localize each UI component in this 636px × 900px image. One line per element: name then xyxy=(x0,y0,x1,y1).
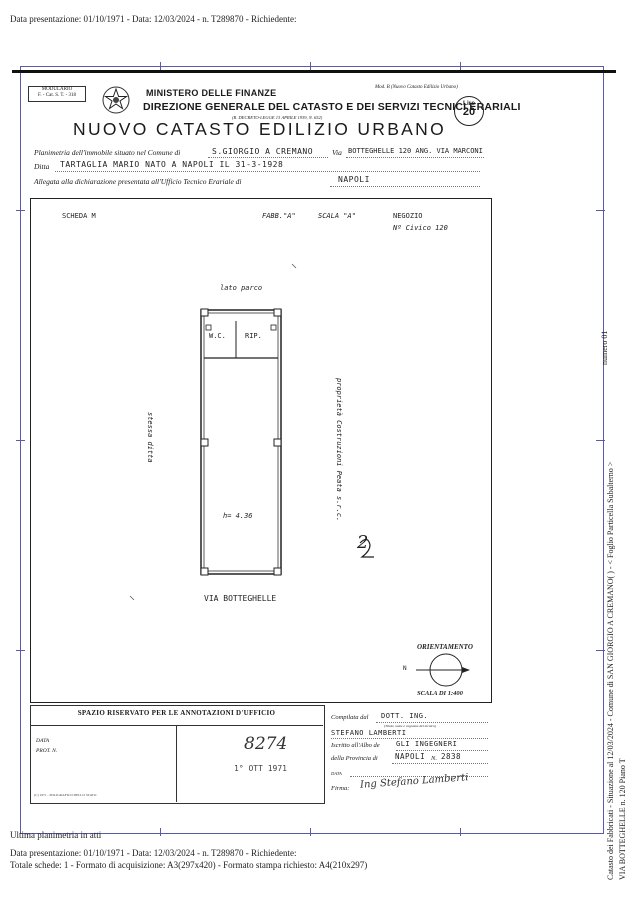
fabbricato-label: FABB."A" xyxy=(262,212,296,220)
compilata-label: Compilata dal xyxy=(331,714,369,721)
provincia-dotline xyxy=(392,763,488,764)
provincia-label: della Provincia di xyxy=(331,755,378,762)
civico-label: Nº Civico 120 xyxy=(393,224,448,232)
annotations-title: SPAZIO RISERVATO PER LE ANNOTAZIONI D'UF… xyxy=(77,709,276,717)
modulario-box: MODULARIO F. - Cat. S. T. - 318 xyxy=(28,86,86,102)
lire-label: Lire xyxy=(463,100,475,107)
orientamento-label: ORIENTAMENTO xyxy=(417,643,473,651)
frame-tick xyxy=(460,828,461,836)
scala-di-label: SCALA DI 1:400 xyxy=(417,690,463,697)
document-frame xyxy=(20,66,604,834)
side-text-col1: Catasto dei Fabbricati - Situazione al 1… xyxy=(606,461,615,880)
form-title: NUOVO CATASTO EDILIZIO URBANO xyxy=(73,119,446,139)
planimetria-label: Planimetria dell'immobile situato nel Co… xyxy=(34,148,181,157)
rip-label: RIP. xyxy=(245,332,262,340)
annot-small-note: (C) 1971 - POLIGRAFICO DELLO STATO xyxy=(34,793,97,797)
frame-tick xyxy=(310,62,311,70)
comune-dotline xyxy=(208,157,328,158)
iscritto-dotline xyxy=(396,750,488,751)
decreto-note: (R. DECRETO-LEGGE 13 APRILE 1939, N. 652… xyxy=(232,115,323,120)
compilata-data-label: DATA xyxy=(331,771,342,776)
frame-tick xyxy=(596,210,605,211)
north-label: N xyxy=(403,665,407,672)
frame-tick xyxy=(596,440,605,441)
frame-tick xyxy=(596,650,605,651)
comune-value: S.GIORGIO A CREMANO xyxy=(212,147,314,156)
top-bar xyxy=(12,70,616,73)
mod-b-label: Mod. B (Nuovo Catasto Edilizio Urbano) xyxy=(375,85,458,90)
lire-stamp: Lire 20 xyxy=(454,96,484,126)
frame-tick xyxy=(460,62,461,70)
scala-label: SCALA "A" xyxy=(318,212,356,220)
numero-value: 2838 xyxy=(441,752,462,761)
plan-frame xyxy=(30,198,492,703)
height-label: h= 4.36 xyxy=(223,512,253,520)
stamp-number: 8274 xyxy=(244,734,288,754)
north-arrow-icon xyxy=(416,653,470,687)
annotations-box xyxy=(30,705,325,804)
via-botteghelle-label: VIA BOTTEGHELLE xyxy=(204,594,277,603)
annotations-divider xyxy=(176,725,177,802)
scheda-label: SCHEDA M xyxy=(62,212,96,220)
annot-prot-label: PROT. N. xyxy=(36,748,58,754)
negozio-label: NEGOZIO xyxy=(393,212,423,220)
frame-tick xyxy=(310,828,311,836)
compilata-subnote: (Titolo, nome e cognome del tecnico) xyxy=(384,724,436,728)
frame-tick xyxy=(16,650,25,651)
floor-plan-drawing xyxy=(129,263,374,601)
via-dotline xyxy=(346,157,484,158)
stessa-ditta-label: stessa ditta xyxy=(146,412,154,463)
stamp-date: 1° OTT 1971 xyxy=(234,764,287,773)
name-dotline xyxy=(331,738,488,739)
compilata-dotline xyxy=(376,722,488,723)
lire-value: 20 xyxy=(462,106,476,118)
tecnico-name: STEFANO LAMBERTI xyxy=(331,729,407,737)
allegata-dotline xyxy=(330,186,480,187)
compilata-value: DOTT. ING. xyxy=(381,712,429,720)
modulario-line: F. - Cat. S. T. - 318 xyxy=(37,93,77,98)
iscritto-value: GLI INGEGNERI xyxy=(396,740,458,748)
data-dotline xyxy=(350,776,488,777)
frame-tick xyxy=(16,210,25,211)
frame-tick xyxy=(16,440,25,441)
proprieta-label: proprietà Costruzioni Peata s.r.c. xyxy=(335,378,343,522)
via-label: Via xyxy=(332,148,342,157)
modulario-line: MODULARIO xyxy=(41,87,73,92)
sheet-number: 2 xyxy=(357,532,369,553)
lato-parco-label: lato parco xyxy=(220,284,263,292)
side-text-col1-tail: numero 01 xyxy=(600,330,609,365)
frame-tick xyxy=(160,62,161,70)
frame-tick xyxy=(160,828,161,836)
italian-emblem-icon xyxy=(102,86,130,114)
numero-label: N. xyxy=(431,755,437,762)
iscritto-label: Iscritto all'Albo de xyxy=(331,742,380,749)
footer-line-2: Totale schede: 1 - Formato di acquisizio… xyxy=(10,860,368,870)
side-text-col2: VIA BOTTEGHELLE n. 120 Piano T xyxy=(618,758,627,880)
ditta-value: TARTAGLIA MARIO NATO A NAPOLI IL 31-3-19… xyxy=(60,160,284,169)
ditta-label: Ditta xyxy=(34,162,50,171)
wc-label: W.C. xyxy=(209,332,226,340)
annot-data-label: DATA xyxy=(36,738,50,744)
via-value: BOTTEGHELLE 120 ANG. VIA MARCONI xyxy=(348,147,483,155)
allegata-value: NAPOLI xyxy=(338,175,370,184)
allegata-label: Allegata alla dichiarazione presentata a… xyxy=(34,177,242,186)
firma-label: Firma: xyxy=(331,785,350,792)
ditta-dotline xyxy=(55,171,480,172)
direzione-title: DIREZIONE GENERALE DEL CATASTO E DEI SER… xyxy=(143,101,521,113)
footer-line-1: Data presentazione: 01/10/1971 - Data: 1… xyxy=(10,848,297,858)
ultima-planimetria: Ultima planimetria in atti xyxy=(10,830,102,840)
ministero-title: MINISTERO DELLE FINANZE xyxy=(146,88,277,98)
header-line: Data presentazione: 01/10/1971 - Data: 1… xyxy=(10,14,297,24)
provincia-value: NAPOLI xyxy=(395,752,426,761)
